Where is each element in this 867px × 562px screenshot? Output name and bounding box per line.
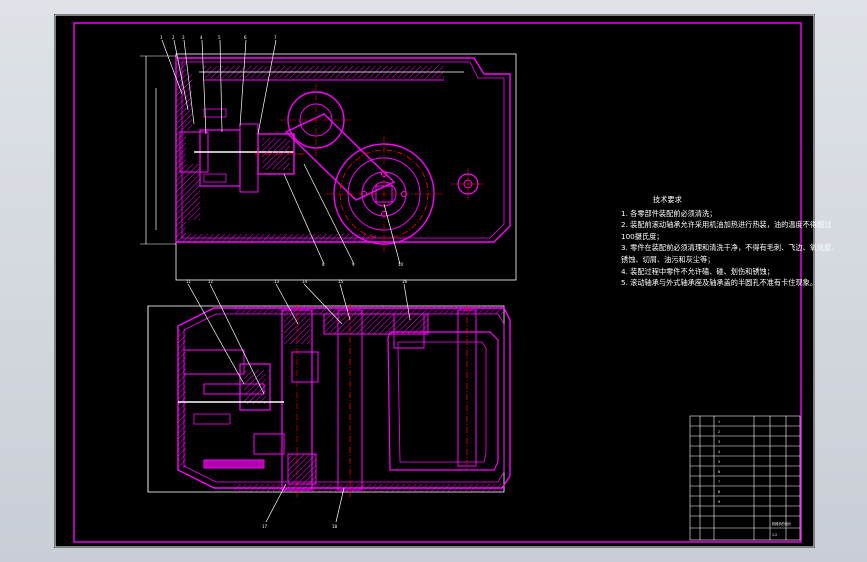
svg-text:12: 12 <box>208 279 214 284</box>
svg-text:6: 6 <box>718 470 720 474</box>
scale-value: 1:2 <box>772 533 777 537</box>
requirement-1: 1. 各零部件装配前必须清洗； <box>621 208 717 218</box>
technical-requirements: 技术要求 1. 各零部件装配前必须清洗； 2. 装配前滚动轴承允许采用机油加热进… <box>621 194 843 289</box>
svg-text:1: 1 <box>718 420 720 424</box>
svg-text:18: 18 <box>332 524 338 529</box>
svg-text:6: 6 <box>244 35 247 40</box>
bottom-view: 11 12 13 14 15 16 17 18 <box>147 279 511 529</box>
svg-text:3: 3 <box>182 35 185 40</box>
requirement-3: 3. 零件在装配前必须清理和清洗干净，不得有毛刺、飞边、氧化皮、锈蚀、切屑、油污… <box>621 243 839 264</box>
svg-text:11: 11 <box>186 279 192 284</box>
svg-text:7: 7 <box>274 35 277 40</box>
inner-frame <box>73 22 802 543</box>
svg-text:8: 8 <box>322 262 325 267</box>
svg-text:4: 4 <box>718 450 720 454</box>
svg-text:16: 16 <box>402 279 408 284</box>
svg-text:10: 10 <box>398 262 404 267</box>
svg-text:9: 9 <box>718 500 720 504</box>
svg-text:8: 8 <box>718 490 720 494</box>
requirement-2: 2. 装配前滚动轴承允许采用机油加热进行热装，油的温度不得超过100摄氏度； <box>621 220 832 241</box>
svg-text:13: 13 <box>274 279 280 284</box>
outer-frame <box>54 14 815 548</box>
svg-text:17: 17 <box>262 524 268 529</box>
drawing-name: 机械手的设计 <box>772 521 792 526</box>
svg-text:4: 4 <box>200 35 203 40</box>
svg-text:15: 15 <box>338 279 344 284</box>
svg-text:3: 3 <box>718 440 720 444</box>
svg-text:9: 9 <box>352 262 355 267</box>
title-block <box>689 415 801 541</box>
svg-text:1: 1 <box>160 35 163 40</box>
requirement-5: 5. 滚动轴承与外式轴承座及轴承盖的半圆孔不准有卡住现象。 <box>621 278 818 288</box>
svg-text:14: 14 <box>302 279 308 284</box>
svg-text:5: 5 <box>718 460 720 464</box>
svg-text:2: 2 <box>718 430 720 434</box>
requirement-4: 4. 装配过程中零件不允许磕、碰、划伤和锈蚀； <box>621 266 774 276</box>
svg-text:2: 2 <box>172 35 175 40</box>
svg-text:5: 5 <box>218 35 221 40</box>
svg-text:7: 7 <box>718 480 720 484</box>
technical-requirements-title: 技术要求 <box>653 195 682 204</box>
